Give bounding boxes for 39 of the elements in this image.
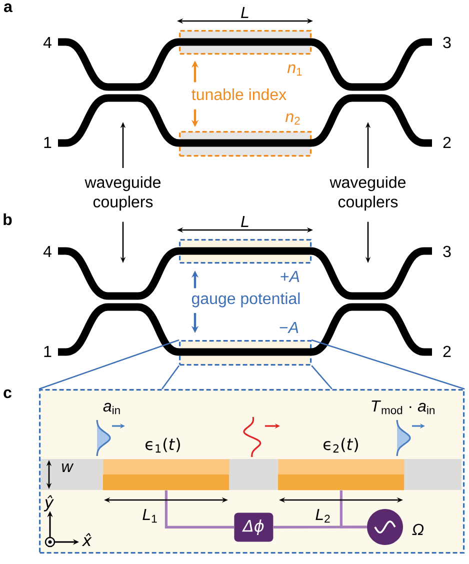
- port-number: 2: [443, 136, 451, 148]
- amplitude-label: a$_{in}$: [103, 402, 120, 414]
- amplitude-label: T$_{mod}$ · a$_{in}$: [372, 400, 434, 414]
- length-label: L$_{1}$: [142, 509, 157, 523]
- zoom-line: [38, 339, 180, 390]
- panel-letter: a: [4, 3, 13, 12]
- frequency-label: Ω: [412, 524, 424, 535]
- callout-text: waveguide couplers: [330, 176, 406, 211]
- axis-label: x̂: [82, 533, 92, 546]
- width-label: w: [62, 464, 74, 472]
- wire: [164, 490, 234, 528]
- index-label: n$_{1}$: [287, 64, 302, 76]
- potential-label: −A: [280, 322, 298, 333]
- port-number: 1: [44, 137, 52, 148]
- zoom-line: [311, 339, 465, 390]
- permittivity-label: ϵ$_{2}$(t): [324, 438, 358, 453]
- modulator-bar: [278, 459, 404, 490]
- panel-letter: c: [4, 389, 12, 398]
- wire: [340, 490, 367, 528]
- potential-label: +A: [280, 271, 300, 282]
- callout-text: gauge potential: [192, 292, 300, 308]
- port-number: 4: [43, 37, 52, 48]
- phase-shifter-box: Δϕ: [234, 512, 274, 542]
- zoom-line: [311, 365, 332, 390]
- port-number: 1: [44, 346, 52, 357]
- port-number: 3: [443, 36, 451, 48]
- port-number: 2: [443, 346, 451, 357]
- index-label: n$_{2}$: [285, 113, 300, 125]
- panel-letter: b: [4, 213, 12, 226]
- port-number: 3: [443, 246, 451, 258]
- axis-label: ŷ: [44, 495, 54, 512]
- callout-text: waveguide couplers: [84, 176, 161, 211]
- length-label: L$_{2}$: [316, 509, 330, 523]
- zoom-line: [161, 365, 180, 390]
- port-number: 4: [43, 246, 52, 257]
- modulator-bar: [103, 459, 230, 490]
- permittivity-label: ϵ$_{1}$(t): [146, 438, 180, 453]
- oscillator-circle: [367, 509, 403, 545]
- callout-text: tunable index: [192, 88, 286, 100]
